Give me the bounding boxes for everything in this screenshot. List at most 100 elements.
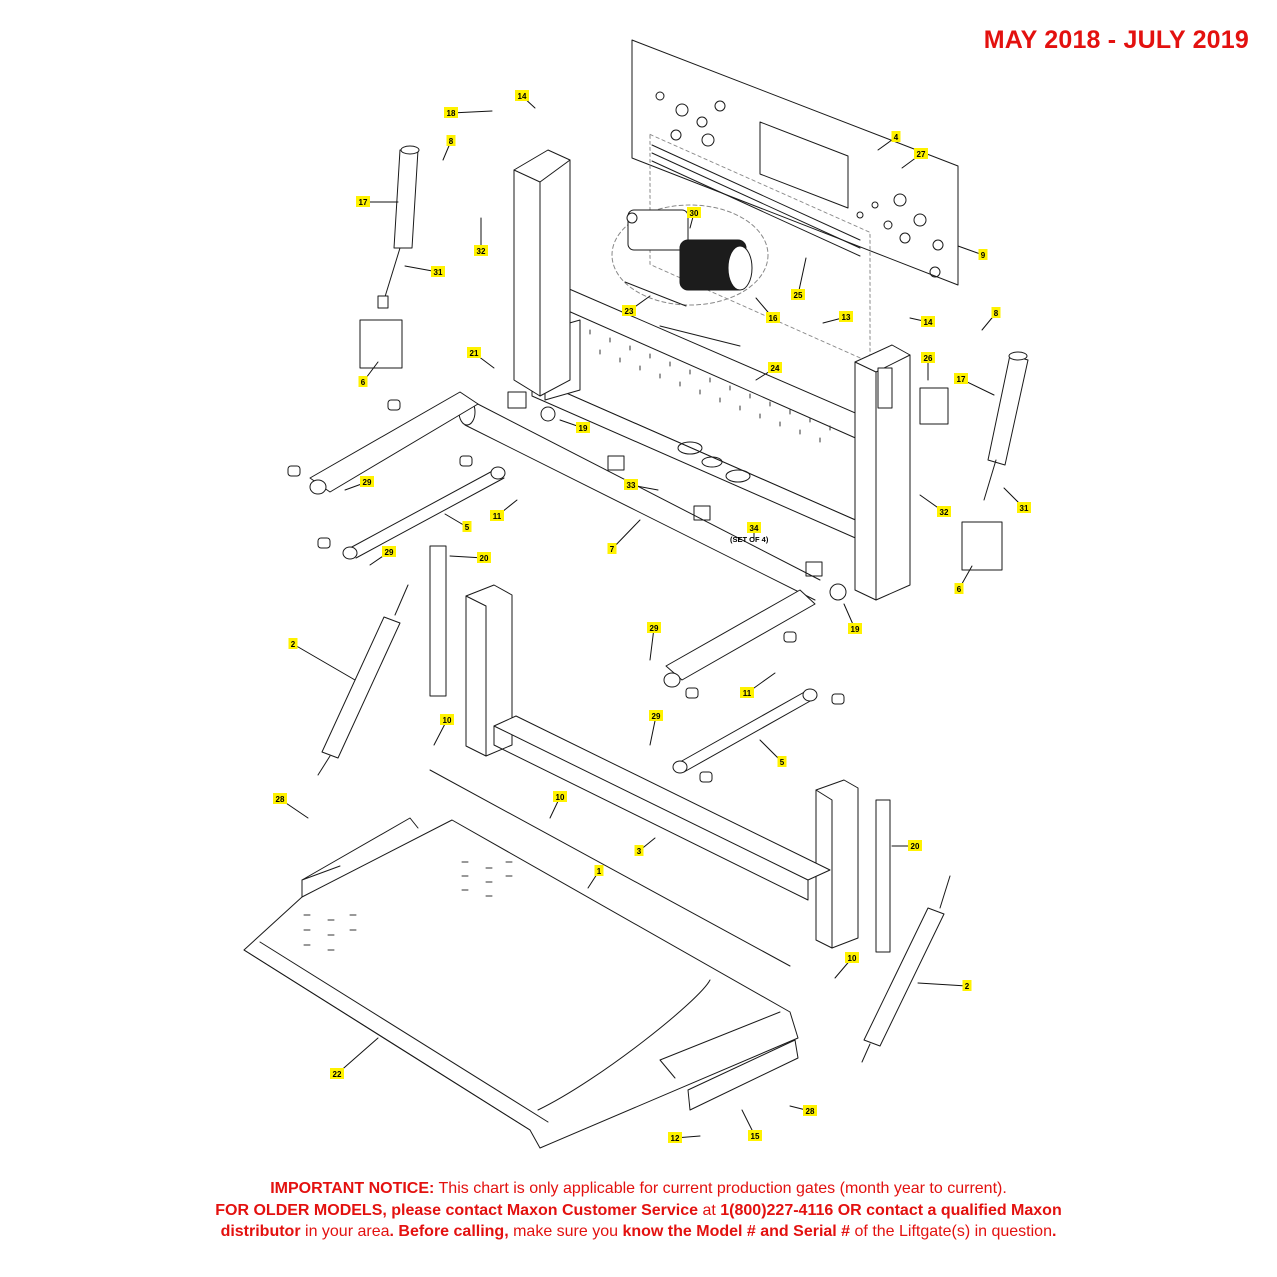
callout-label-c29b: 29 (385, 548, 394, 557)
callout-highlight-c10b (553, 791, 567, 802)
callout-label-c19a: 19 (579, 424, 588, 433)
callout-leader-c7 (611, 519, 641, 550)
callout-label-c9: 9 (981, 251, 986, 260)
cross-beam-front (493, 725, 809, 901)
callout-label-c31b: 31 (1020, 504, 1029, 513)
callout-highlight-c1 (594, 865, 604, 876)
callout-highlight-c4 (891, 131, 901, 142)
callout-highlight-c27 (914, 148, 928, 159)
notice-line-1: IMPORTANT NOTICE: This chart is only app… (0, 1178, 1277, 1200)
callout-highlight-c8b (991, 307, 1001, 318)
callout-highlight-c2a (288, 638, 298, 649)
notice-older-models: FOR OLDER MODELS, please contact Maxon C… (215, 1201, 699, 1219)
callout-label-c11b: 11 (743, 689, 752, 698)
callout-label-c10c: 10 (848, 954, 857, 963)
callout-highlight-c11b (740, 687, 754, 698)
hoses (649, 133, 871, 363)
callout-highlight-c29b (382, 546, 396, 557)
left-bracket (359, 319, 403, 369)
callout-label-c20b: 20 (911, 842, 920, 851)
callout-label-c2b: 2 (965, 982, 970, 991)
callout-highlight-c28b (803, 1105, 817, 1116)
callout-label-c21: 21 (470, 349, 479, 358)
notice-text-3: in your area (300, 1223, 390, 1240)
callout-label-c8a: 8 (449, 137, 454, 146)
callout-highlight-c20a (477, 552, 491, 563)
bracket-34b (693, 505, 711, 521)
callout-label-c17a: 17 (359, 198, 368, 207)
callout-highlight-c17a (356, 196, 370, 207)
callout-highlight-c15 (748, 1130, 762, 1141)
cross-beam (493, 715, 831, 881)
callout-highlight-c16 (766, 312, 780, 323)
callout-label-c24: 24 (771, 364, 780, 373)
callout-highlight-c24 (768, 362, 782, 373)
callout-label-c10a: 10 (443, 716, 452, 725)
bracket-34a (607, 455, 625, 471)
callout-highlight-c29c (647, 622, 661, 633)
callout-label-c25: 25 (794, 291, 803, 300)
callout-highlight-c2b (962, 980, 972, 991)
callout-highlight-c6a (358, 376, 368, 387)
callout-label-c23: 23 (625, 307, 634, 316)
mounting-plate (631, 39, 959, 286)
callout-label-c31a: 31 (434, 268, 443, 277)
callout-highlight-c5a (462, 521, 472, 532)
left-cylinder (377, 145, 420, 309)
notice-distributor: distributor (220, 1223, 301, 1240)
bracket-34c (805, 561, 823, 577)
callout-label-c32b: 32 (940, 508, 949, 517)
callout-label-c29d: 29 (652, 712, 661, 721)
callout-label-c5a: 5 (465, 523, 470, 532)
callout-label-c28b: 28 (806, 1107, 815, 1116)
notice-line-2: FOR OLDER MODELS, please contact Maxon C… (0, 1200, 1277, 1222)
callout-label-c15: 15 (751, 1132, 760, 1141)
callout-label-c22: 22 (333, 1070, 342, 1079)
callout-highlight-c21 (467, 347, 481, 358)
callout-label-c2a: 2 (291, 640, 296, 649)
date-range-title: MAY 2018 - JULY 2019 (983, 26, 1249, 54)
left-spring (317, 584, 409, 776)
callout-highlight-c3 (634, 845, 644, 856)
notice-text-1: This chart is only applicable for curren… (434, 1180, 1007, 1197)
right-bracket (961, 521, 1003, 571)
slide-rod (429, 769, 791, 967)
callout-label-c4: 4 (894, 133, 899, 142)
callout-leader-c29c (649, 627, 655, 661)
callout-label-c20a: 20 (480, 554, 489, 563)
right-spring (861, 875, 951, 1063)
callout-leader-c2b (917, 982, 968, 987)
callout-highlight-c5b (777, 756, 787, 767)
callout-highlight-c9 (978, 249, 988, 260)
callout-label-c5b: 5 (780, 758, 785, 767)
notice-model-serial: know the Model # and Serial # (622, 1223, 851, 1240)
callout-label-c29c: 29 (650, 624, 659, 633)
callout-label-c13: 13 (842, 313, 851, 322)
callout-leader-c2a (292, 643, 356, 681)
callout-highlight-c32a (474, 245, 488, 256)
callout-label-c26: 26 (924, 354, 933, 363)
callout-label-c6a: 6 (361, 378, 366, 387)
notice-heading: IMPORTANT NOTICE: (270, 1180, 435, 1197)
callout-label-c18a: 18 (447, 109, 456, 118)
callout-highlight-c31b (1017, 502, 1031, 513)
callout-label-c19b: 19 (851, 625, 860, 634)
left-arm-assembly (287, 391, 506, 560)
callout-highlight-c6b (954, 583, 964, 594)
notice-phone: 1(800)227-4116 OR contact a qualified Ma… (720, 1201, 1062, 1219)
right-arm-assembly (663, 589, 845, 783)
right-column (854, 344, 949, 601)
notice-before-calling: . Before calling, (389, 1223, 509, 1240)
callout-highlight-c23 (622, 305, 636, 316)
callout-highlight-c19a (576, 422, 590, 433)
callout-label-c6b: 6 (957, 585, 962, 594)
callout-highlight-c32b (937, 506, 951, 517)
callout-label-c34: 34 (750, 524, 759, 533)
exploded-parts-drawing: 1814817323164279302523161314821242617192… (243, 39, 1031, 1149)
callout-label-c27: 27 (917, 150, 926, 159)
callout-label-c12: 12 (671, 1134, 680, 1143)
callout-label-c10b: 10 (556, 793, 565, 802)
callout-highlight-c25 (791, 289, 805, 300)
